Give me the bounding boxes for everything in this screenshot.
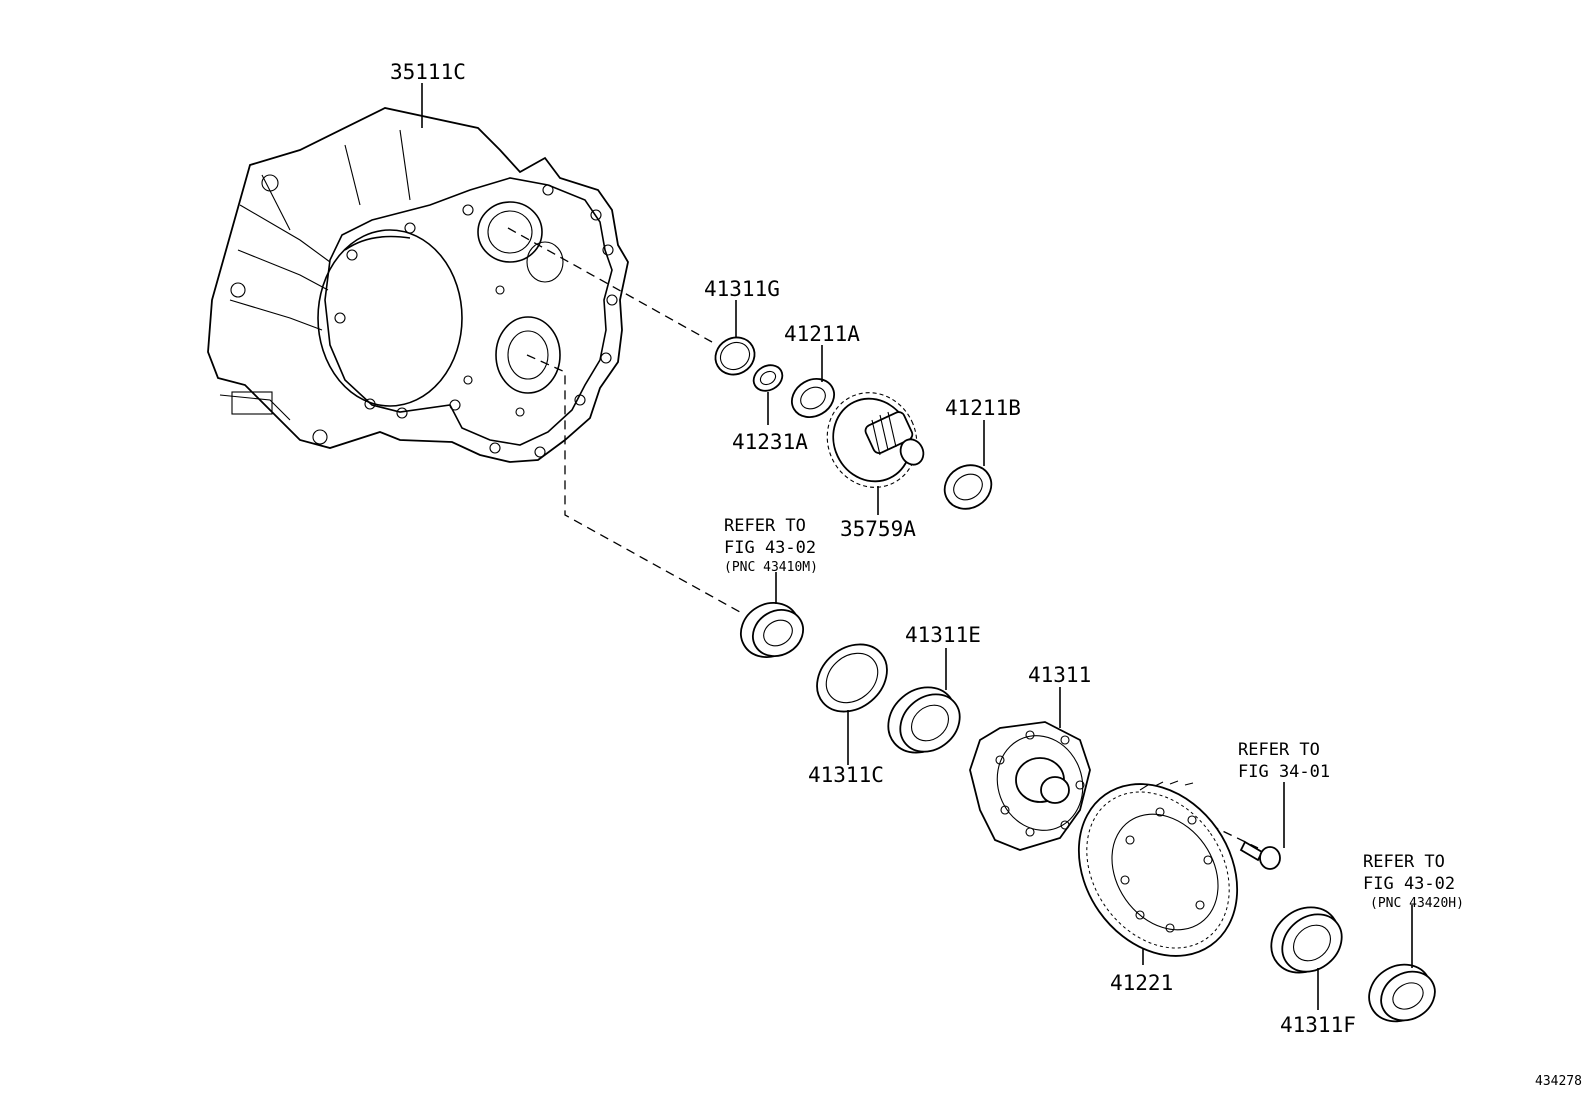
bearing-race-41211b-drawing — [943, 464, 993, 510]
reference-line-2: FIG 43-02 — [724, 538, 816, 558]
shim-ring-drawing — [714, 336, 756, 376]
part-label-41211a: 41211A — [784, 322, 860, 346]
reference-line-2: FIG 43-02 — [1363, 874, 1455, 894]
reference-note-43420h: REFER TO FIG 43-02 (PNC 43420H) — [1363, 852, 1464, 911]
differential-case-drawing — [969, 721, 1091, 851]
part-label-41311g: 41311G — [704, 277, 780, 301]
part-label-41221: 41221 — [1110, 971, 1173, 995]
bearing-41311f-drawing — [1270, 906, 1343, 974]
part-label-41211b: 41211B — [945, 396, 1021, 420]
reference-line-1: REFER TO — [1238, 740, 1320, 760]
reference-line-2: FIG 34-01 — [1238, 762, 1330, 782]
part-label-41311: 41311 — [1028, 663, 1091, 687]
oil-seal-drawing — [752, 364, 784, 392]
leader-lines — [421, 83, 1413, 1010]
reference-line-3: (PNC 43420H) — [1370, 896, 1464, 911]
part-label-41311f: 41311F — [1280, 1013, 1356, 1037]
reference-line-3: (PNC 43410M) — [724, 560, 818, 575]
transaxle-housing-drawing — [207, 107, 629, 463]
driven-gear-drawing — [826, 392, 925, 488]
part-label-41311c: 41311C — [808, 763, 884, 787]
reference-line-1: REFER TO — [1363, 852, 1445, 872]
reference-line-1: REFER TO — [724, 516, 806, 536]
bearing-41311e-drawing — [887, 686, 961, 754]
washer-41311c-drawing — [816, 643, 888, 713]
reference-note-43410m: REFER TO FIG 43-02 (PNC 43410M) — [724, 516, 818, 575]
bearing-41211a-drawing — [791, 378, 835, 418]
ring-gear-drawing — [1077, 780, 1239, 957]
bearing-43410m-drawing — [740, 602, 804, 658]
bearing-43420h-drawing — [1368, 963, 1436, 1023]
part-label-35111c: 35111C — [390, 60, 466, 84]
figure-number: 434278 — [1535, 1074, 1582, 1089]
bolt-drawing — [1239, 840, 1281, 870]
part-label-41311e: 41311E — [905, 623, 981, 647]
reference-note-34-01: REFER TO FIG 34-01 — [1238, 740, 1330, 782]
part-label-35759a: 35759A — [840, 517, 916, 541]
part-label-41231a: 41231A — [732, 430, 808, 454]
